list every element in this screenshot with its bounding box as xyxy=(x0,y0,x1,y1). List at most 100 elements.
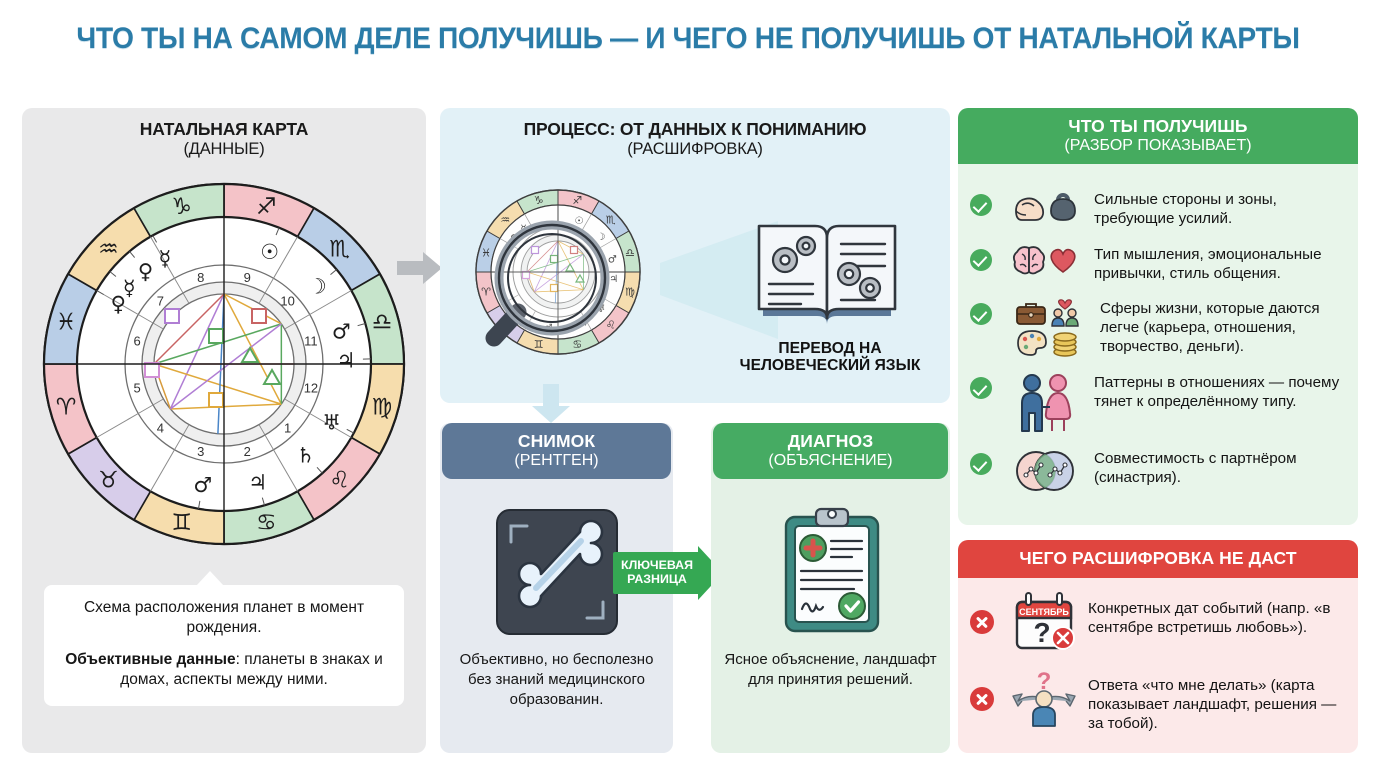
limit-text: Конкретных дат событий (напр. «в сентябр… xyxy=(1088,600,1331,636)
limit-pictogram: СЕНТЯБРЬ? xyxy=(1006,592,1082,650)
svg-text:♋: ♋ xyxy=(256,510,277,536)
benefit-pictograms xyxy=(1002,299,1094,358)
svg-text:♃: ♃ xyxy=(337,349,356,373)
natal-caption: Схема расположения планет в момент рожде… xyxy=(44,585,404,706)
benefit-item: Паттерны в отношениях — почему тянет к о… xyxy=(958,373,1358,433)
check-circle-icon xyxy=(970,194,992,216)
svg-text:♅: ♅ xyxy=(322,410,341,434)
limits-heading-main: ЧЕГО РАСШИФРОВКА НЕ ДАСТ xyxy=(1019,548,1297,568)
x-circle-icon xyxy=(970,687,994,711)
snapshot-heading: СНИМОК (РЕНТГЕН) xyxy=(442,423,671,480)
svg-text:♂: ♂ xyxy=(608,254,617,265)
benefit-item: Совместимость с партнёром (синастрия). xyxy=(958,449,1358,493)
svg-text:♍: ♍ xyxy=(372,394,393,420)
svg-text:♊: ♊ xyxy=(534,338,544,351)
benefits-heading-sub: (РАЗБОР ПОКАЗЫВАЕТ) xyxy=(1064,136,1252,154)
arrow-head-icon xyxy=(698,546,724,600)
benefit-item: Сферы жизни, которые даются легче (карье… xyxy=(958,299,1358,358)
snapshot-heading-main: СНИМОК xyxy=(517,431,596,451)
benefits-heading-main: ЧТО ТЫ ПОЛУЧИШЬ xyxy=(1068,116,1248,136)
limit-pictogram: ? xyxy=(1006,669,1082,727)
open-book-gears-icon xyxy=(757,224,897,324)
svg-text:2: 2 xyxy=(244,444,251,459)
svg-text:♈: ♈ xyxy=(481,285,491,298)
benefit-pictograms xyxy=(1002,449,1088,493)
x-circle-icon xyxy=(970,610,994,634)
svg-text:7: 7 xyxy=(157,293,164,308)
benefit-item: Тип мышления, эмоциональные привычки, ст… xyxy=(958,245,1358,284)
people-hugging-icon xyxy=(1051,299,1079,328)
kettlebell-icon xyxy=(1050,193,1076,221)
benefit-text: Сферы жизни, которые даются легче (карье… xyxy=(1100,300,1320,356)
svg-text:4: 4 xyxy=(157,421,164,436)
translate-line1: ПЕРЕВОД НА xyxy=(778,340,882,357)
svg-text:☉: ☉ xyxy=(260,240,279,264)
svg-text:☽: ☽ xyxy=(308,275,327,299)
svg-text:?: ? xyxy=(1033,617,1050,648)
svg-text:♎: ♎ xyxy=(625,247,635,260)
translate-line2: ЧЕЛОВЕЧЕСКИЙ ЯЗЫК xyxy=(739,357,921,375)
svg-text:♓: ♓ xyxy=(56,310,77,336)
svg-text:♏: ♏ xyxy=(606,213,616,226)
limits-list: СЕНТЯБРЬ? Конкретных дат событий (напр. «… xyxy=(958,592,1358,753)
artist-palette-icon xyxy=(1017,330,1047,357)
svg-text:♒: ♒ xyxy=(500,213,510,226)
arrow-down-icon xyxy=(532,384,570,423)
natal-caption-line2: Объективные данные: планеты в знаках и д… xyxy=(58,650,390,691)
snapshot-heading-sub: (РЕНТГЕН) xyxy=(514,451,599,469)
svg-text:?: ? xyxy=(1037,669,1052,695)
svg-text:♐: ♐ xyxy=(256,194,277,220)
natal-caption-rest: : планеты в знаках и домах, аспекты межд… xyxy=(120,650,383,689)
briefcase-icon xyxy=(1016,303,1046,326)
key-difference-label: КЛЮЧЕВАЯ РАЗНИЦА xyxy=(613,552,699,594)
svg-text:♀: ♀ xyxy=(138,260,153,284)
svg-text:♅: ♅ xyxy=(596,304,605,315)
svg-text:♏: ♏ xyxy=(329,236,350,262)
svg-text:6: 6 xyxy=(133,334,140,349)
light-beam xyxy=(660,221,778,339)
heart-icon xyxy=(1050,248,1076,273)
svg-text:♃: ♃ xyxy=(609,274,618,285)
check-circle-icon xyxy=(970,303,992,326)
svg-text:9: 9 xyxy=(244,270,251,285)
svg-text:8: 8 xyxy=(197,270,204,285)
benefit-item: Сильные стороны и зоны, требующие усилий… xyxy=(958,190,1358,229)
limit-text: Ответа «что мне делать» (карта показывае… xyxy=(1088,677,1337,732)
caption-notch xyxy=(196,571,224,586)
key-difference-arrow: КЛЮЧЕВАЯ РАЗНИЦА xyxy=(613,546,724,600)
svg-text:♓: ♓ xyxy=(481,247,491,260)
brain-icon xyxy=(1012,245,1046,275)
natal-caption-line1: Схема расположения планет в момент рожде… xyxy=(83,599,365,637)
benefit-text: Сильные стороны и зоны, требующие усилий… xyxy=(1094,191,1277,227)
svg-text:11: 11 xyxy=(304,334,318,349)
svg-text:♐: ♐ xyxy=(572,194,582,207)
natal-panel-heading: НАТАЛЬНАЯ КАРТА (ДАННЫЕ) xyxy=(22,108,426,158)
svg-text:♀: ♀ xyxy=(111,292,126,316)
svg-text:3: 3 xyxy=(197,444,204,459)
natal-heading-sub: (ДАННЫЕ) xyxy=(183,139,265,158)
svg-text:♎: ♎ xyxy=(372,310,393,336)
svg-text:♍: ♍ xyxy=(625,285,635,298)
svg-text:♊: ♊ xyxy=(171,510,192,536)
magnified-natal-chart: ♐♏♎♍♌♋♊♉♈♓♒♑☉☽☿♀♂♃♅♄♃♂ xyxy=(475,189,641,355)
svg-text:♉: ♉ xyxy=(98,468,119,494)
svg-text:☽: ☽ xyxy=(596,232,605,243)
page-title: ЧТО ТЫ НА САМОМ ДЕЛЕ ПОЛУЧИШЬ — И ЧЕГО Н… xyxy=(76,22,1300,55)
benefit-text: Тип мышления, эмоциональные привычки, ст… xyxy=(1094,245,1322,282)
svg-text:1: 1 xyxy=(284,421,291,436)
diagnosis-text: Ясное объяснение, ландшафт для принятия … xyxy=(724,651,937,689)
arrow-natal-to-process-icon xyxy=(397,252,442,284)
svg-text:♑: ♑ xyxy=(534,194,544,207)
svg-text:♂: ♂ xyxy=(332,319,351,343)
coins-icon xyxy=(1053,332,1077,358)
xray-bone-icon xyxy=(496,509,618,635)
benefit-pictograms xyxy=(1002,245,1088,275)
calendar-question-icon: СЕНТЯБРЬ? xyxy=(1015,592,1075,650)
natal-caption-bold: Объективные данные xyxy=(65,650,236,668)
limit-item: СЕНТЯБРЬ? Конкретных дат событий (напр. «… xyxy=(958,592,1358,650)
svg-text:♃: ♃ xyxy=(248,470,267,494)
svg-text:♄: ♄ xyxy=(296,444,315,468)
translate-label: ПЕРЕВОД НА ЧЕЛОВЕЧЕСКИЙ ЯЗЫК xyxy=(700,340,960,375)
process-panel-heading: ПРОЦЕСС: ОТ ДАННЫХ К ПОНИМАНИЮ (РАСШИФРО… xyxy=(440,108,950,158)
snapshot-text: Объективно, но бесполезно без знаний мед… xyxy=(459,651,654,709)
